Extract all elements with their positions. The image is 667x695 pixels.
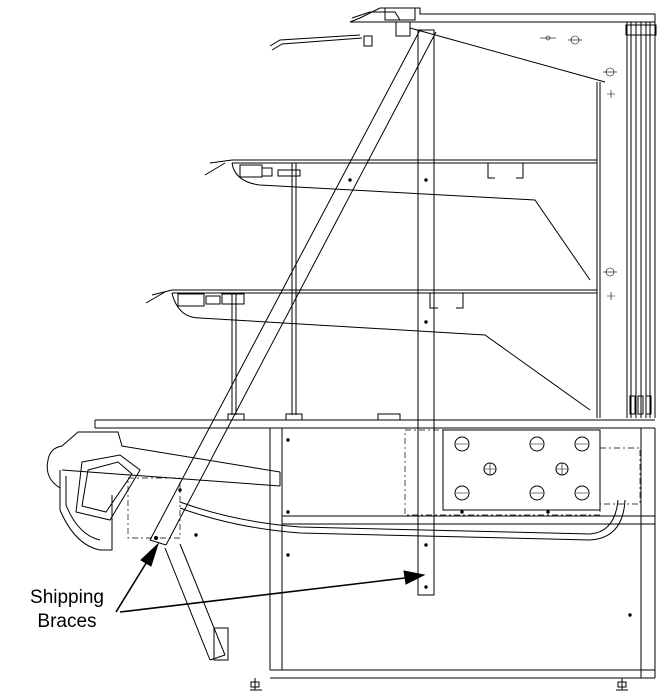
shipping-brace-lower [164,543,229,661]
refrigerant-line [179,499,626,541]
lower-shelf [145,289,597,415]
condensing-unit [404,429,641,516]
leveling-feet [250,678,628,691]
base-frame [94,413,656,679]
label-line-2: Braces [37,611,97,632]
label-line-1: Shipping [30,587,104,608]
rear-uprights [596,22,657,418]
shipping-brace-vertical [417,29,435,596]
callout-arrows [115,542,426,613]
shipping-braces-label: Shipping Braces [2,586,132,634]
shipping-brace-diagonal [149,29,437,546]
canopy [269,7,656,83]
front-bumper [46,431,281,551]
upper-shelf [204,159,597,415]
